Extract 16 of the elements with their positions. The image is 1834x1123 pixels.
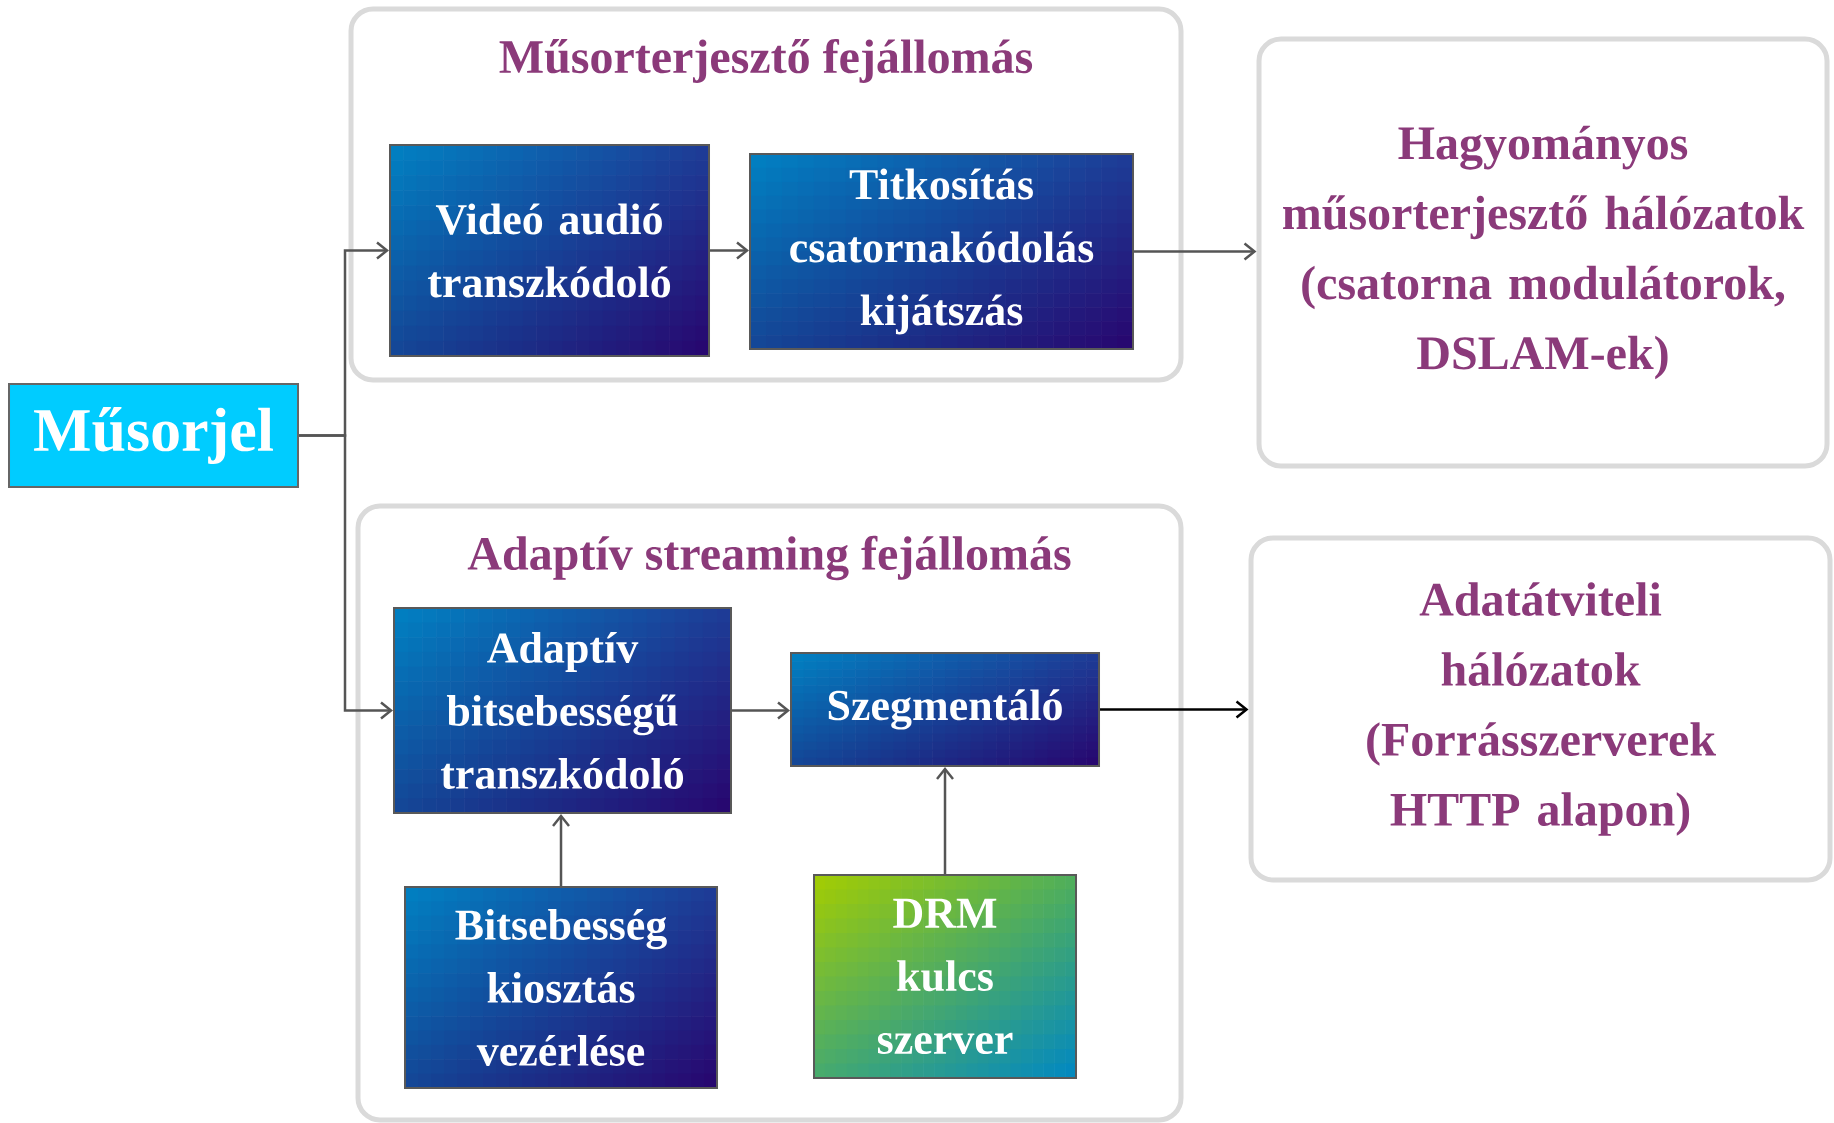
process-box: Adaptív bitsebességű transzkódoló <box>393 607 732 814</box>
arrow <box>1134 242 1257 261</box>
process-box: Titkosítás csatornakódolás kijátszás <box>749 153 1134 350</box>
arrow <box>710 241 749 260</box>
process-box: Szegmentáló <box>790 652 1100 767</box>
network-box: Hagyományos műsorterjesztő hálózatok (csatorna modulátorok, DSLAM-ek) <box>1256 36 1830 469</box>
arrow <box>552 814 570 886</box>
process-box: DRM kulcs szerver <box>813 874 1077 1079</box>
process-box: Bitsebesség kiosztás vezérlése <box>404 886 718 1089</box>
source-box: Műsorjel <box>8 383 299 488</box>
network-box: Adatátviteli hálózatok (Forrásszerverek HTTP alapon) <box>1248 535 1833 883</box>
arrow <box>936 766 954 874</box>
process-box: Videó audió transzkódoló <box>389 144 710 357</box>
arrow <box>1100 700 1249 719</box>
arrow <box>299 434 393 720</box>
arrow <box>732 701 790 720</box>
